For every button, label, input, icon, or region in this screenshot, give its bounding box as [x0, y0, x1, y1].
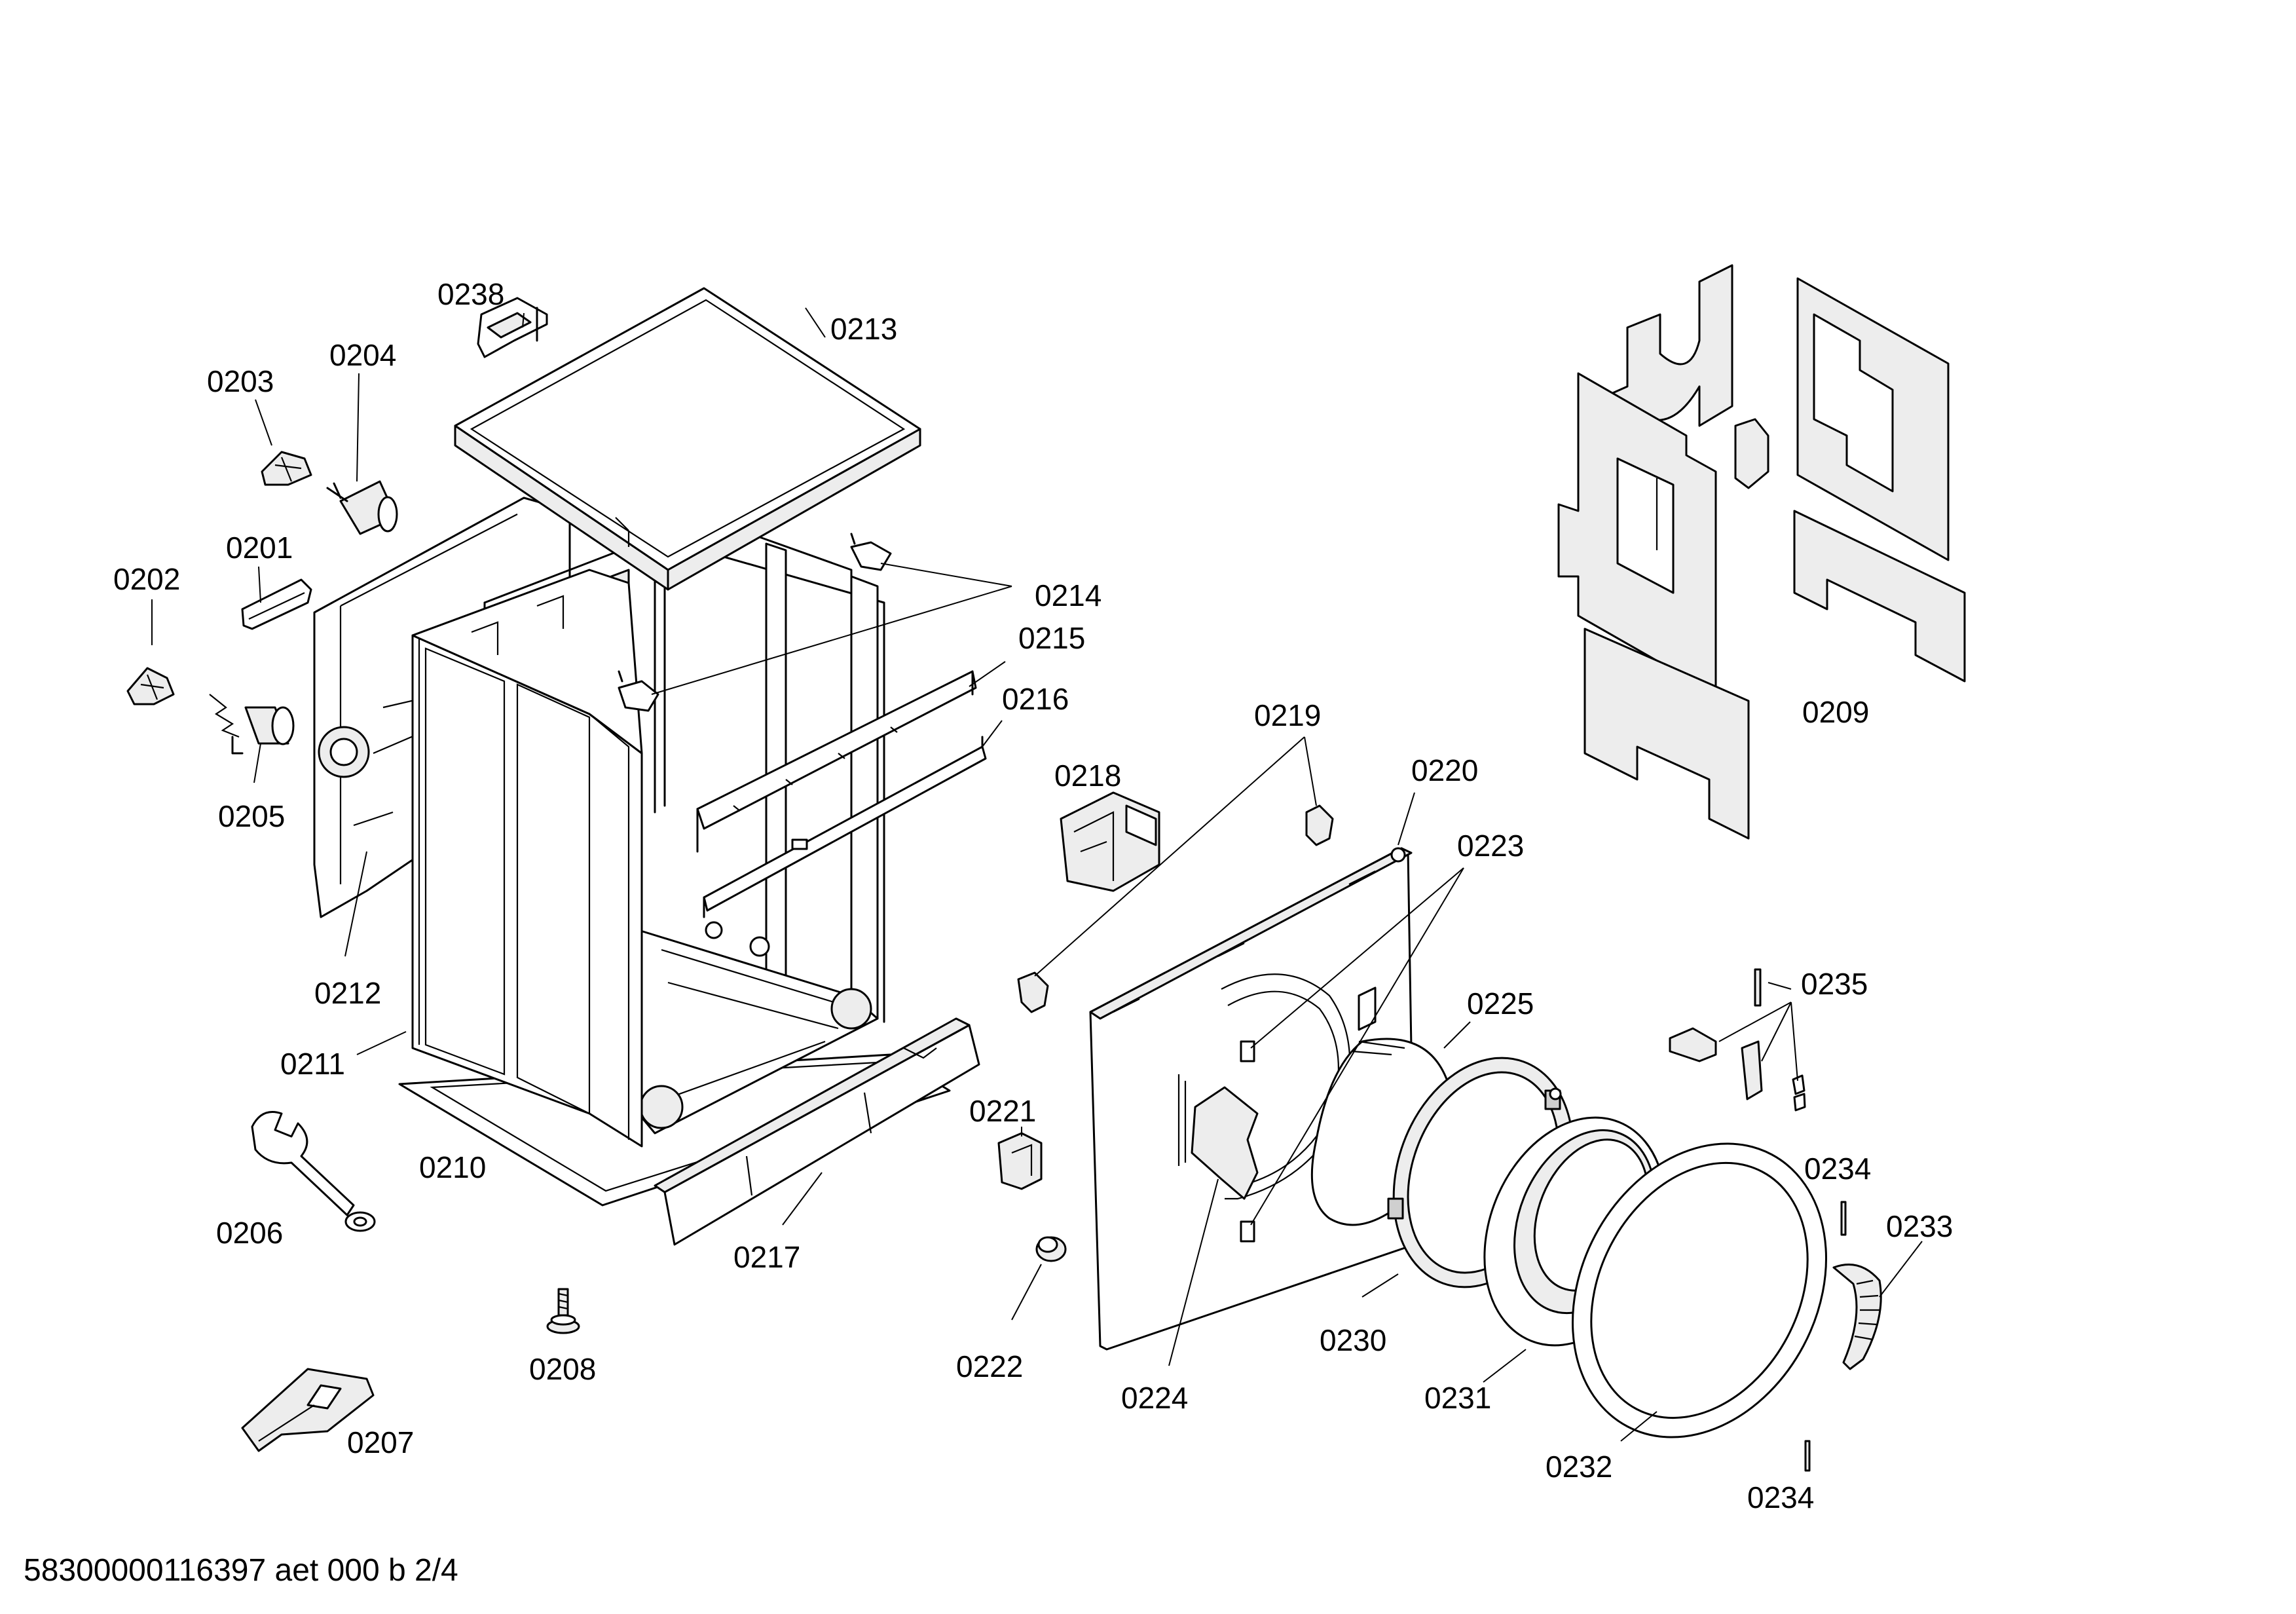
leader-lines: [151, 307, 1923, 1442]
document-id: 58300000116397 aet 000 b 2/4: [24, 1553, 458, 1588]
label-0215: 0215: [1018, 621, 1085, 655]
pump-part-0204: [326, 480, 398, 535]
clip-0219-upper: [1305, 804, 1334, 846]
label-0222: 0222: [956, 1349, 1023, 1383]
knob-part-0202: [126, 667, 175, 705]
label-0219: 0219: [1254, 698, 1321, 732]
label-0207: 0207: [347, 1425, 414, 1459]
label-0223: 0223: [1457, 829, 1524, 863]
label-0218: 0218: [1054, 759, 1121, 793]
spring-part-0205: [209, 694, 295, 755]
clip-0219-lower: [1017, 971, 1049, 1013]
label-0238: 0238: [437, 277, 504, 311]
label-0211: 0211: [280, 1047, 345, 1081]
part-0221: [997, 1132, 1043, 1190]
label-0230: 0230: [1320, 1323, 1386, 1357]
rail-0215: [696, 670, 977, 830]
rail-0216: [703, 745, 987, 912]
label-0216: 0216: [1002, 682, 1069, 716]
wrench-0206: [251, 1111, 376, 1232]
label-0221: 0221: [969, 1094, 1036, 1128]
plate-0207: [241, 1368, 375, 1452]
label-0206: 0206: [216, 1216, 283, 1250]
door-lock-0218: [1060, 791, 1160, 892]
label-0231: 0231: [1424, 1381, 1491, 1415]
label-0217: 0217: [733, 1240, 800, 1274]
label-0214: 0214: [1035, 578, 1102, 612]
knob-part-0203: [261, 451, 312, 486]
label-0224: 0224: [1121, 1381, 1188, 1415]
label-0212: 0212: [314, 976, 381, 1010]
pin-0234-lower: [1804, 1440, 1811, 1472]
pin-0234-upper: [1840, 1201, 1847, 1236]
part-labels: 0238 0213 0204 0203 0201 0202 0205 0212 …: [113, 277, 1953, 1514]
label-0201: 0201: [226, 531, 293, 565]
label-0203: 0203: [207, 364, 274, 398]
front-door-group: [997, 791, 1882, 1472]
label-0232: 0232: [1546, 1450, 1612, 1484]
label-0204: 0204: [329, 338, 396, 372]
label-0209: 0209: [1802, 695, 1869, 729]
label-0205: 0205: [218, 799, 285, 833]
label-0210: 0210: [419, 1150, 486, 1184]
label-0234-lower: 0234: [1747, 1480, 1814, 1514]
label-0233: 0233: [1886, 1209, 1953, 1243]
label-0225: 0225: [1467, 986, 1534, 1021]
label-0202: 0202: [113, 562, 180, 596]
door-hinge-0224: [1191, 1086, 1259, 1200]
label-0235: 0235: [1801, 967, 1868, 1001]
latch-parts-0235: [1669, 968, 1806, 1112]
latch-part-0201: [241, 578, 312, 630]
label-0213: 0213: [830, 312, 897, 346]
clip-0214-right: [850, 541, 892, 571]
label-0234-upper: 0234: [1804, 1152, 1871, 1186]
label-0220: 0220: [1411, 753, 1478, 787]
cabinet-group: [126, 287, 987, 1452]
insulation-panels-0209: [1557, 264, 1966, 840]
clip-0214-left: [618, 680, 659, 712]
outer-ring-0232: [1572, 1142, 1827, 1438]
foot-0208: [546, 1288, 580, 1334]
handle-0233: [1832, 1264, 1882, 1370]
part-0222: [1035, 1236, 1067, 1262]
label-0208: 0208: [529, 1352, 596, 1386]
